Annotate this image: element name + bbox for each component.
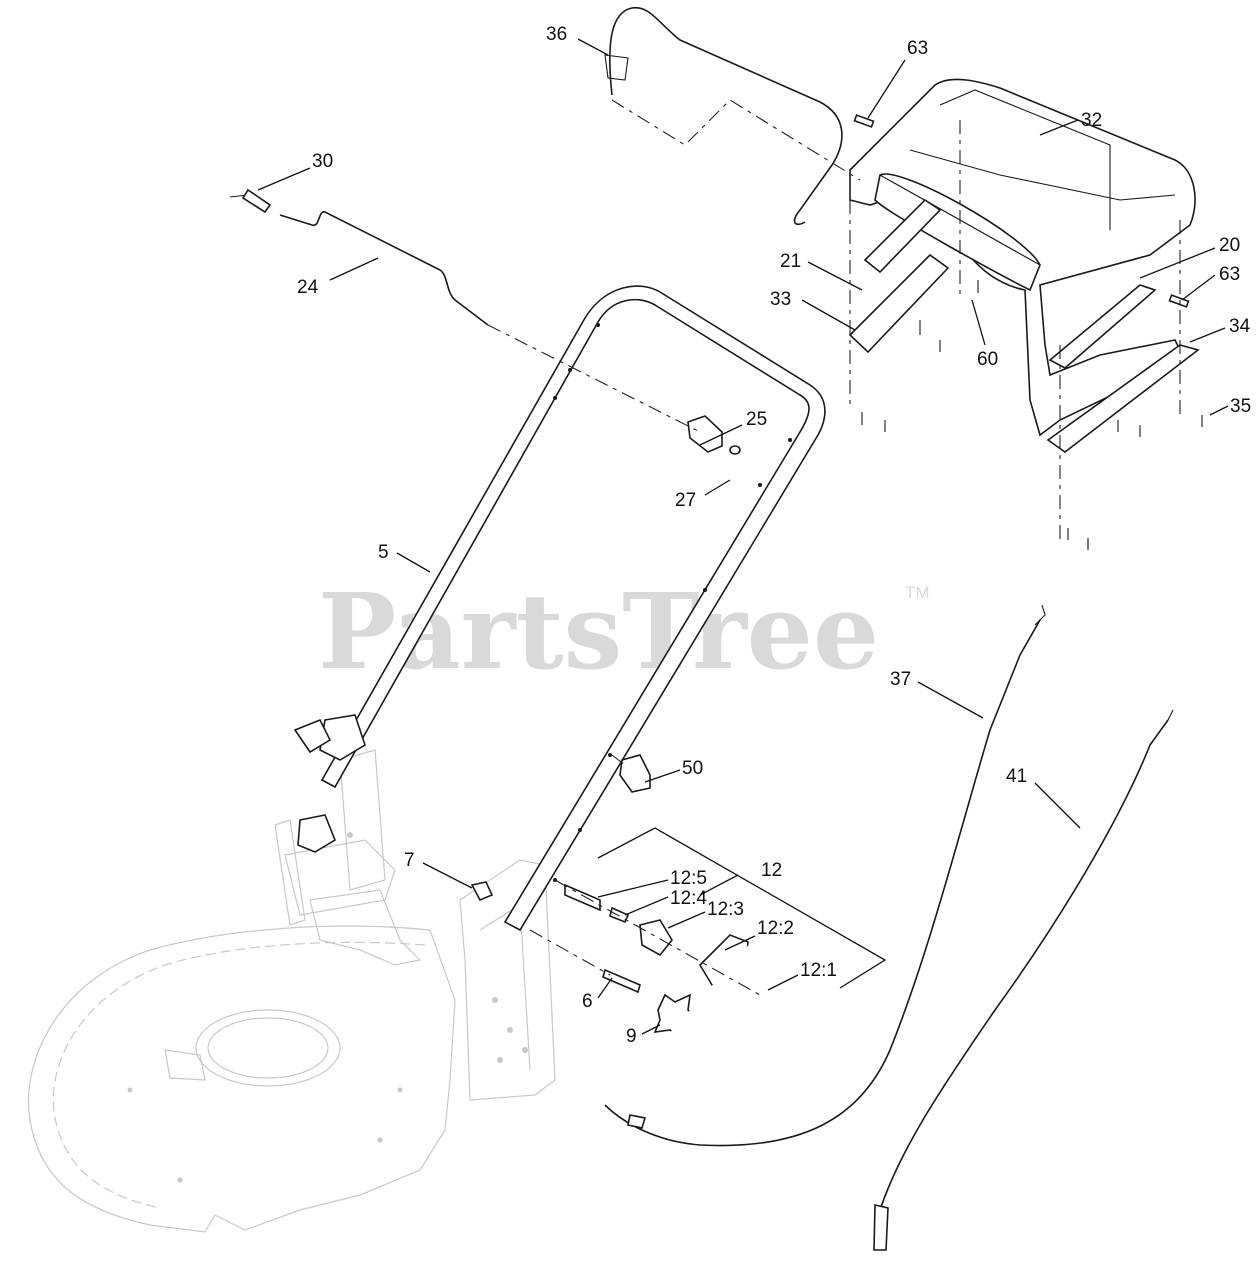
part-bolt-6 [602, 968, 641, 994]
part-clamp-33 [848, 198, 950, 354]
callout-labels: 36 63 32 30 24 21 33 60 20 63 34 35 25 2… [297, 24, 1251, 1047]
assembly-lines [487, 99, 1181, 996]
callout-20: 20 [1219, 235, 1240, 256]
part-connector-50 [619, 754, 651, 793]
part-handle [320, 285, 826, 932]
part-nut-7 [470, 881, 494, 902]
part-block-25 [687, 415, 723, 453]
callout-37: 37 [890, 669, 911, 690]
callout-9: 9 [626, 1026, 637, 1047]
callout-7: 7 [404, 850, 415, 871]
callout-32: 32 [1081, 110, 1102, 131]
part-cable-37 [604, 604, 1046, 1147]
callout-27: 27 [675, 490, 696, 511]
callout-33: 33 [770, 289, 791, 310]
leader-lines [257, 38, 1229, 1035]
callout-34: 34 [1229, 316, 1251, 337]
callout-63-right: 63 [1219, 264, 1240, 285]
callout-12-5: 12:5 [670, 868, 707, 889]
callout-41: 41 [1006, 766, 1027, 787]
callout-25: 25 [746, 409, 767, 430]
part-bail-36 [604, 7, 843, 226]
watermark-brand: PartsTree [318, 570, 879, 693]
part-housing-32 [849, 78, 1196, 437]
callout-12-3: 12:3 [707, 899, 744, 920]
callout-12: 12 [761, 860, 782, 881]
part-cable-41 [873, 709, 1174, 1251]
part-clamp-34 [1046, 284, 1200, 453]
callout-6: 6 [582, 991, 593, 1012]
part-rod-24 [279, 211, 489, 326]
callout-50: 50 [682, 758, 703, 779]
pins-63 [853, 114, 1190, 308]
watermark-trademark: TM [905, 583, 930, 602]
callout-36: 36 [546, 24, 567, 45]
deck-holes [127, 817, 528, 1183]
part-washer-27 [729, 445, 741, 455]
left-pivot-bracket [293, 714, 366, 853]
callout-21: 21 [780, 251, 801, 272]
callout-30: 30 [312, 151, 333, 172]
callout-35: 35 [1230, 396, 1251, 417]
callout-12-2: 12:2 [757, 918, 794, 939]
callout-12-1: 12:1 [800, 960, 837, 981]
callout-5: 5 [378, 542, 389, 563]
part-spring-30 [229, 188, 272, 214]
screws-35 [861, 280, 1203, 550]
callout-24: 24 [297, 277, 319, 298]
group-12-bracket [597, 827, 887, 989]
callout-12-4: 12:4 [670, 888, 707, 909]
mower-deck [27, 749, 556, 1233]
callout-63-top: 63 [907, 38, 928, 59]
callout-60: 60 [977, 349, 998, 370]
